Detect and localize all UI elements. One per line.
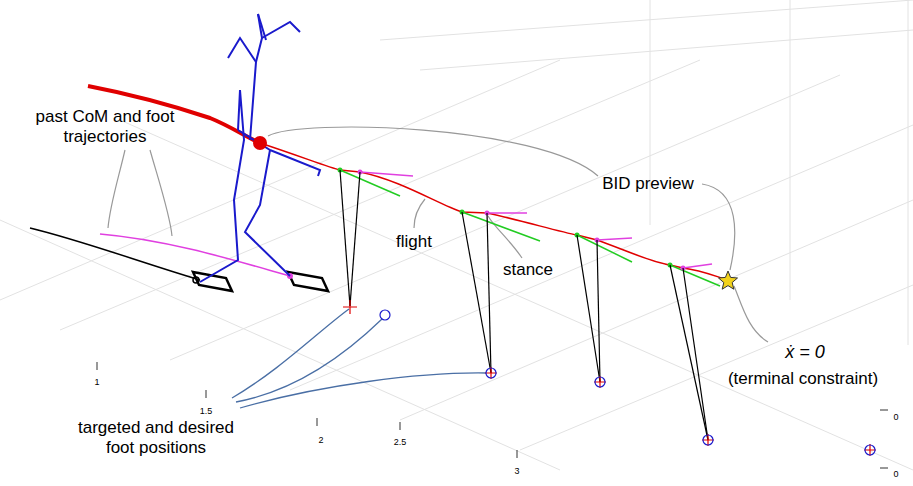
axis-ticks <box>97 362 888 468</box>
com-dot <box>253 136 267 150</box>
axis-tick-label: 0 <box>893 412 898 423</box>
leader-lines <box>108 127 768 342</box>
axis-tick-label: 3 <box>514 466 519 477</box>
robot-stick-figure <box>200 14 320 282</box>
axis-tick-label: 2 <box>318 435 323 446</box>
annotation: flight <box>396 232 432 252</box>
annotation: ẋ = 0 <box>785 342 825 364</box>
past-foot-trajectory <box>100 234 290 276</box>
foot-leaders <box>232 309 486 408</box>
axis-tick-label: 0 <box>893 469 898 480</box>
annotation: targeted and desired foot positions <box>68 418 244 459</box>
annotation: stance <box>503 260 553 280</box>
grid-lines <box>0 0 913 470</box>
terminal-star <box>719 271 738 289</box>
annotation: past CoM and foot trajectories <box>35 107 175 148</box>
axis-tick-label: 2.5 <box>394 437 407 448</box>
annotation: BID preview <box>602 174 694 194</box>
axis-tick-label: 1.5 <box>200 406 213 417</box>
stance-lines <box>340 170 720 286</box>
takeoff-lines <box>360 172 712 268</box>
bid-preview-com <box>260 143 728 280</box>
axis-tick-label: 1 <box>94 377 99 388</box>
leg-lines <box>340 170 708 440</box>
annotation: (terminal constraint) <box>728 369 878 389</box>
